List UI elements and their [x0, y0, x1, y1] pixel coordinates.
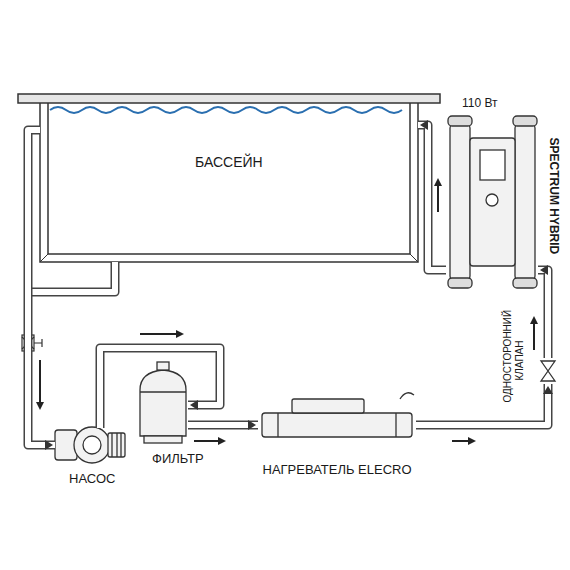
heater-body: [262, 393, 414, 437]
pipe-connector: [28, 130, 55, 450]
pool-name: БАССЕЙН: [195, 154, 263, 170]
product-name: SPECTRUM HYBRID: [546, 138, 560, 255]
heater-name: НАГРЕВАТЕЛЬ ELECRO: [263, 463, 412, 478]
pump-name: НАСОС: [69, 472, 115, 487]
valve-name: ОДНОСТОРОННИЙ КЛАПАН: [502, 318, 525, 402]
pool-box: БАССЕЙН: [40, 100, 418, 262]
pool-structure: [18, 94, 440, 262]
filter-name: ФИЛЬТР: [152, 452, 204, 467]
filter-box: ФИЛЬТР: [138, 362, 188, 444]
pipe-connector: [188, 420, 258, 430]
pipe-connector: [538, 265, 548, 358]
pump-symbol: [55, 427, 125, 463]
drain-pipe: [28, 262, 115, 292]
uv-unit: [448, 116, 537, 288]
pipe-arrowhead: [190, 400, 198, 410]
flow-arrow: [40, 180, 534, 441]
heater-box: НАГРЕВАТЕЛЬ ELECRO: [258, 398, 416, 440]
pipe-arrowhead: [45, 440, 53, 450]
pump-box: НАСОС: [55, 428, 125, 462]
uv-unit-box: 110 ВтSPECTRUM HYBRID: [446, 116, 538, 288]
check-valve: ОДНОСТОРОННИЙ КЛАПАН: [540, 358, 556, 384]
pipe-arrowhead: [420, 120, 428, 130]
pipe-arrowhead: [248, 420, 256, 430]
pipe-arrowhead: [543, 386, 553, 394]
pipe-connector: [418, 120, 446, 270]
water-wave: [50, 107, 402, 113]
power-rating: 110 Вт: [462, 97, 498, 111]
filter-tank: [140, 362, 186, 443]
pipe-connector: [100, 348, 220, 428]
pipe-arrowhead: [540, 265, 548, 275]
pipe-connector: [416, 384, 553, 425]
check-valve-symbol: [541, 361, 555, 381]
